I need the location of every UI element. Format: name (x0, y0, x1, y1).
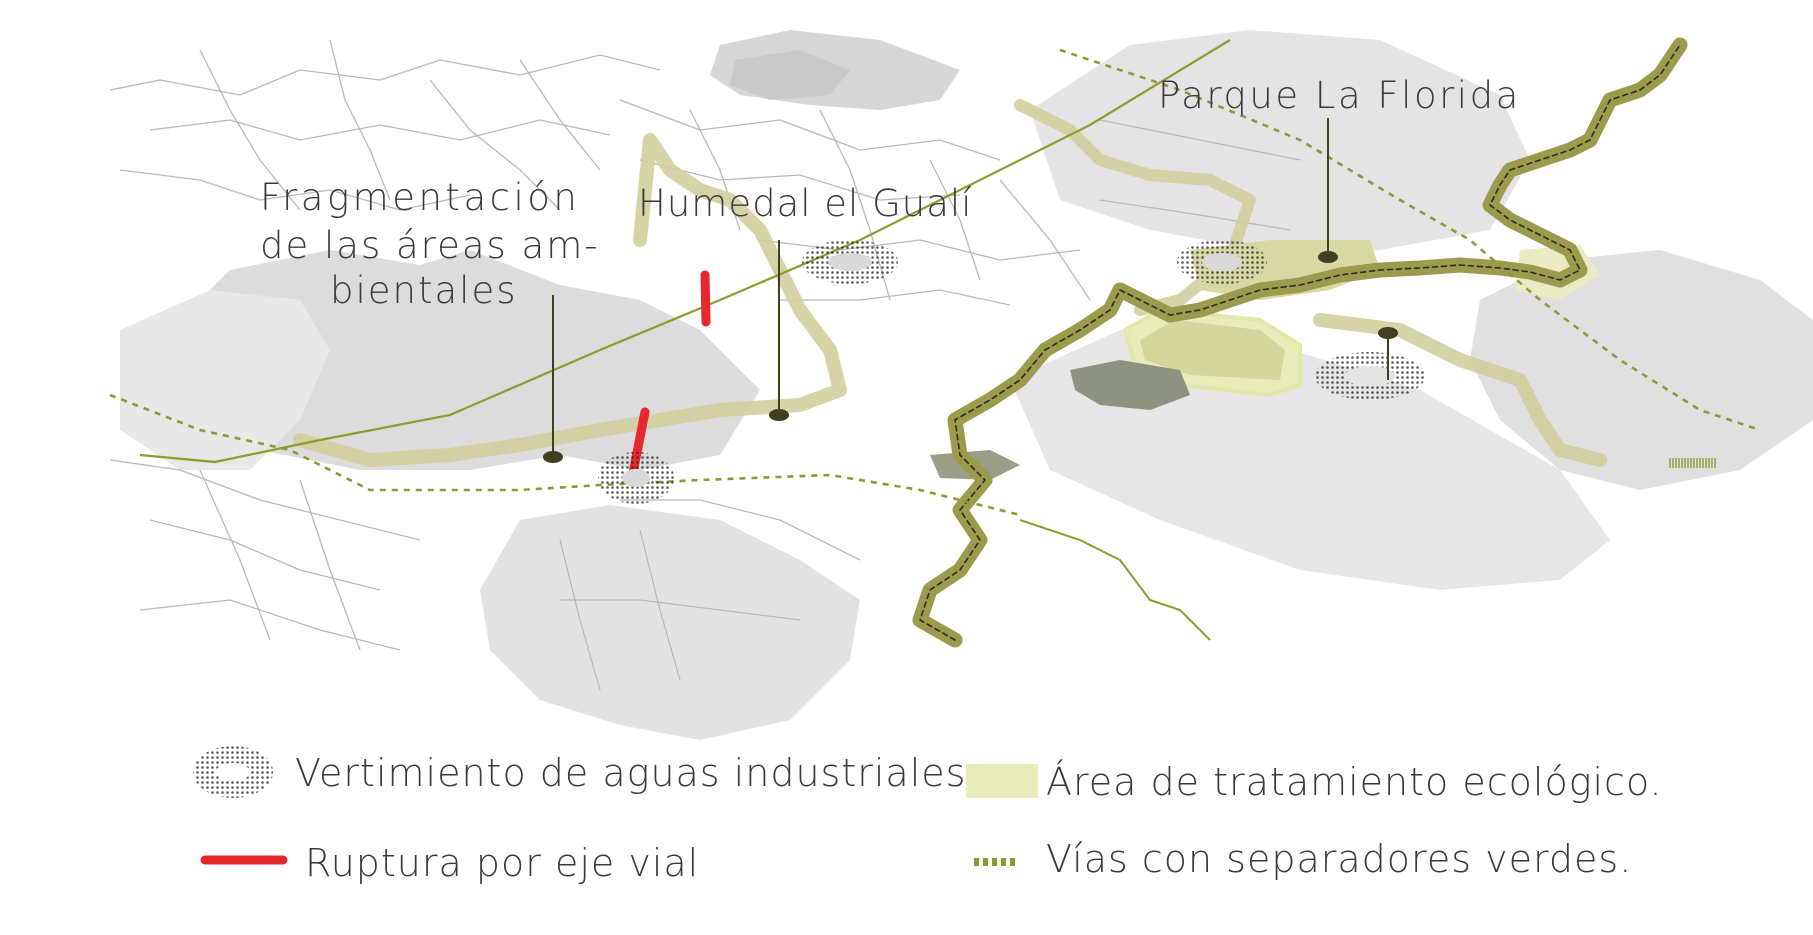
callout-labels: Fragmentación de las áreas am- bientales… (260, 74, 1521, 312)
main-roads (109, 39, 1761, 641)
legend-item-tratamiento: Área de tratamiento ecológico. (966, 760, 1663, 804)
pond-dark-north (730, 50, 850, 100)
legend-treatment-swatch-icon (966, 764, 1038, 798)
legend-item-vertimiento: Vertimiento de aguas industriales (193, 746, 966, 798)
label-fragmentacion-line1: Fragmentación (260, 176, 580, 219)
pin-parque (1318, 251, 1338, 263)
urban-area-west-light (120, 290, 330, 470)
main-road-southeast (1019, 519, 1211, 641)
industrial-discharge-points (598, 240, 1425, 504)
callout-pins (543, 118, 1398, 463)
treatment-area-parque-inner (1140, 320, 1285, 380)
pin-fragmentacion (543, 451, 563, 463)
legend-ruptura-label: Ruptura por eje vial (305, 841, 699, 885)
urban-area-west (180, 250, 760, 470)
urban-fabric (120, 30, 1813, 740)
rupture-north (700, 270, 711, 327)
stripe-marker (1669, 458, 1716, 468)
pin-east (1378, 327, 1398, 339)
legend: Vertimiento de aguas industriales Ruptur… (193, 746, 1663, 885)
main-road-diagonal (139, 39, 1231, 464)
pin-humedal (769, 409, 789, 421)
legend-vertimiento-label: Vertimiento de aguas industriales (295, 751, 966, 795)
street-network (109, 39, 1301, 691)
green-separator-road-ne (1059, 48, 1761, 432)
green-separator-road-west (109, 393, 1021, 517)
ecological-treatment-areas (930, 240, 1600, 480)
label-parque: Parque La Florida (1158, 74, 1521, 117)
label-fragmentacion-line2: de las áreas am- (260, 224, 600, 267)
urban-area-south (480, 505, 860, 740)
legend-item-ruptura: Ruptura por eje vial (200, 841, 699, 885)
ecological-corridor (293, 99, 1607, 467)
dark-pond (1070, 360, 1190, 410)
legend-vias-label: Vías con separadores verdes. (1046, 837, 1632, 881)
legend-item-vias: Vías con separadores verdes. (974, 837, 1632, 881)
label-humedal: Humedal el Gualí (638, 182, 972, 225)
urban-area-northeast (1030, 30, 1530, 250)
label-fragmentacion-line3: bientales (330, 269, 517, 312)
river (912, 37, 1688, 648)
urban-area-far-east (1470, 250, 1813, 490)
legend-tratamiento-label: Área de tratamiento ecológico. (1046, 760, 1663, 804)
